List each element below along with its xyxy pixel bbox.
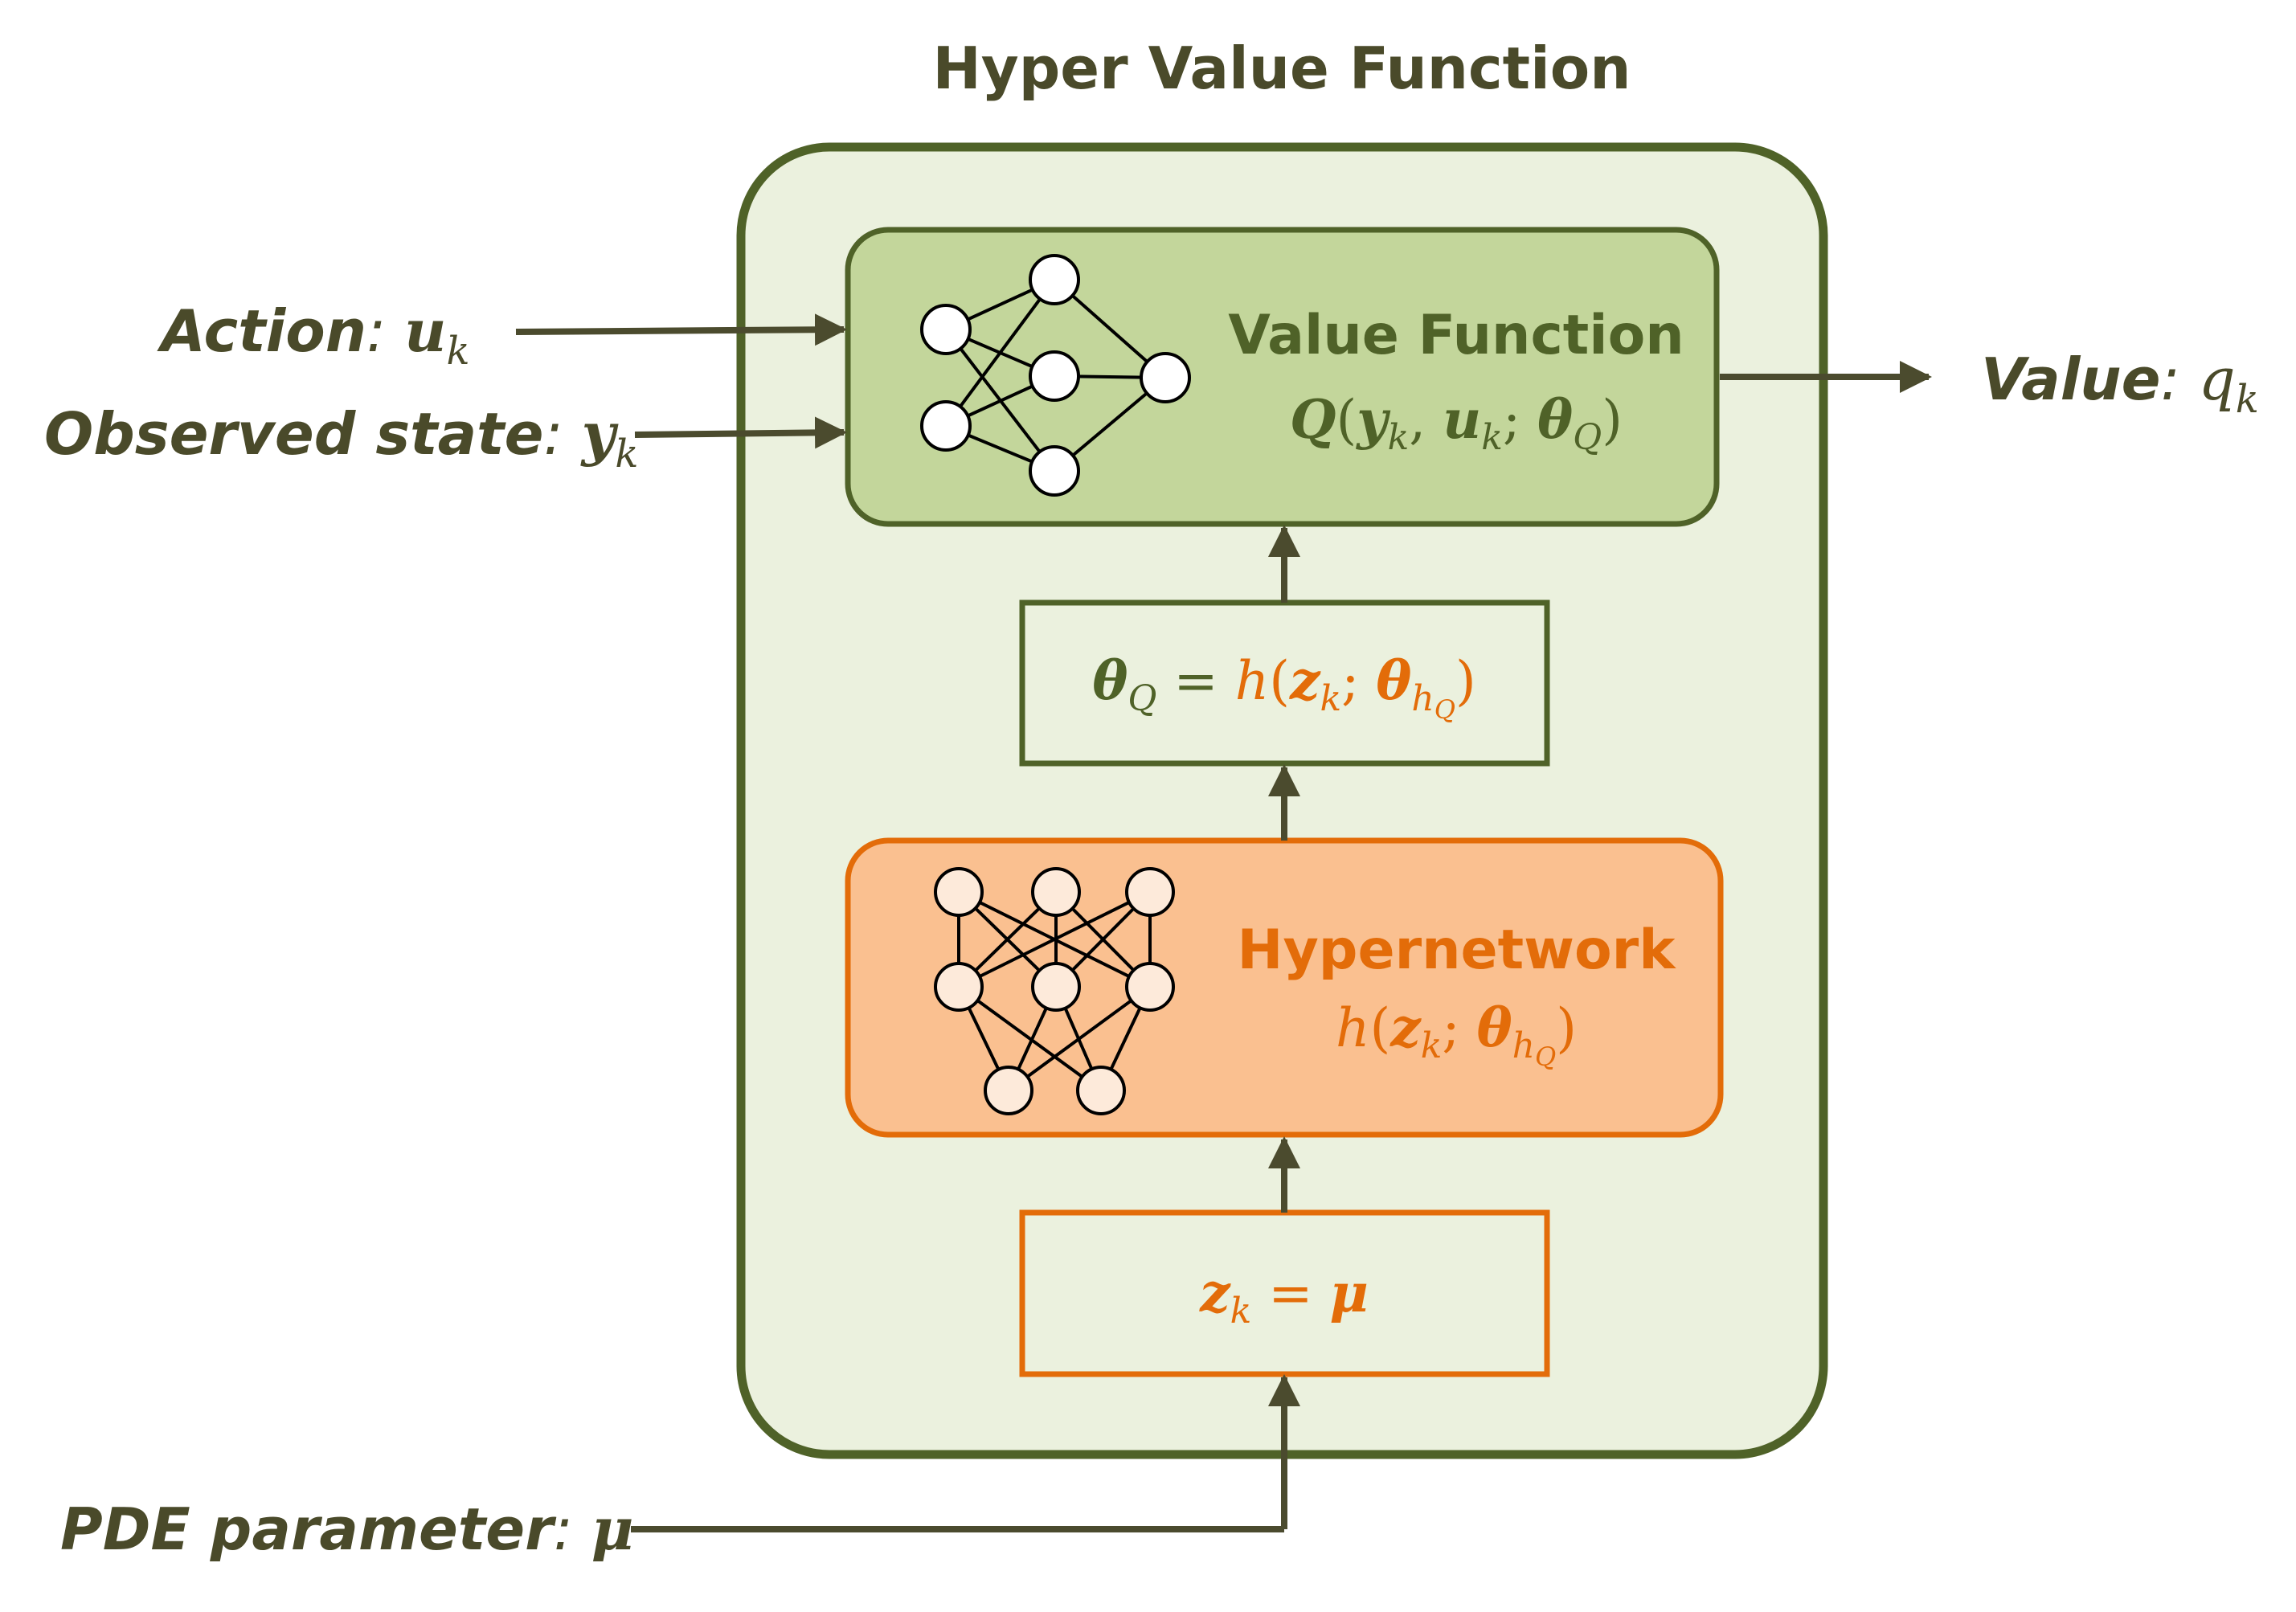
arrow-action-input (515, 313, 847, 346)
hypernetwork-block: Hypernetwork h(zk; θhQ) (845, 837, 1724, 1138)
value-function-box (845, 227, 1720, 527)
theta-q-formula: θQ = h(zk; θhQ) (1092, 649, 1475, 725)
value-function-block: Value Function Q(yk, uk; θQ) (845, 227, 1720, 527)
hypernetwork-formula: h(zk; θhQ) (1336, 996, 1577, 1072)
latent-z-formula: zk = μ (1199, 1262, 1369, 1332)
flow-arrows (515, 313, 1932, 1532)
value-function-title: Value Function (1228, 304, 1684, 367)
observed-state-input-label: Observed state: yk (44, 399, 639, 477)
latent-z-block: zk = μ (1019, 1209, 1550, 1377)
theta-q-block: θQ = h(zk; θhQ) (1019, 599, 1550, 767)
value-output-label: Value: qk (1981, 346, 2259, 422)
hypernetwork-title: Hypernetwork (1238, 919, 1677, 982)
value-function-formula: Q(yk, uk; θQ) (1290, 388, 1623, 458)
neural-network-icon (934, 867, 1175, 1115)
arrow-state-input (634, 416, 847, 449)
pde-parameter-input-label: PDE parameter: μ (60, 1495, 633, 1563)
neural-network-icon (920, 254, 1191, 497)
theta-q-box (1019, 599, 1550, 767)
action-input-label: Action: uk (157, 297, 470, 374)
diagram-title: Hyper Value Function (933, 35, 1631, 102)
